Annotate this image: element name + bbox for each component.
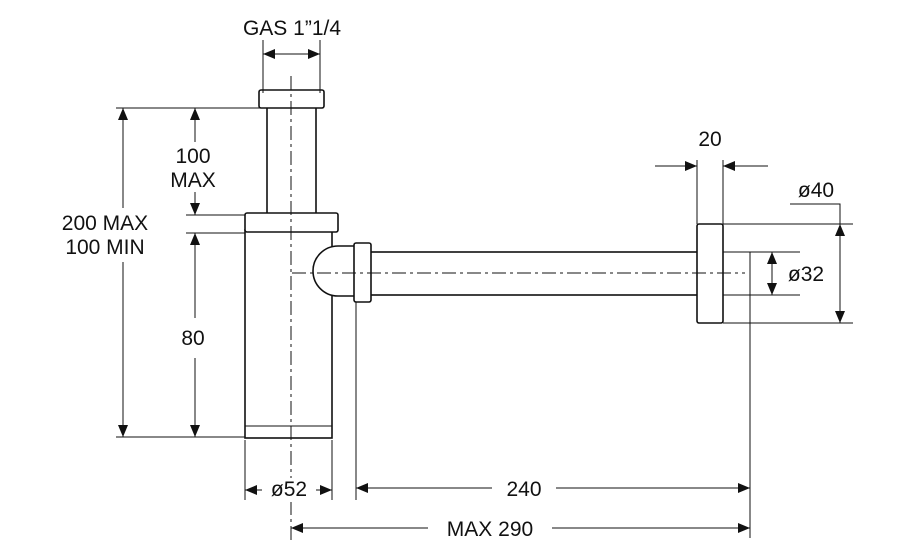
label-100-min: 100 MIN xyxy=(65,236,144,259)
trap-parts xyxy=(244,76,750,540)
dimension-lines xyxy=(118,49,845,533)
label-240: 240 xyxy=(506,478,541,501)
label-d40: ø40 xyxy=(798,179,834,202)
label-100: 100 xyxy=(175,145,210,168)
label-20: 20 xyxy=(698,128,721,151)
label-d32: ø32 xyxy=(788,263,824,286)
leader-d40 xyxy=(790,203,841,224)
label-80: 80 xyxy=(181,327,204,350)
dimension-labels: GAS 1”1/4 100 MAX 200 MAX 100 MIN 80 ø52… xyxy=(62,17,834,541)
label-d52: ø52 xyxy=(271,478,307,501)
label-200-max: 200 MAX xyxy=(62,212,148,235)
label-max: MAX xyxy=(170,169,216,192)
outlet-elbow xyxy=(312,245,357,297)
label-gas: GAS 1”1/4 xyxy=(243,17,341,40)
label-max-290: MAX 290 xyxy=(447,518,533,541)
